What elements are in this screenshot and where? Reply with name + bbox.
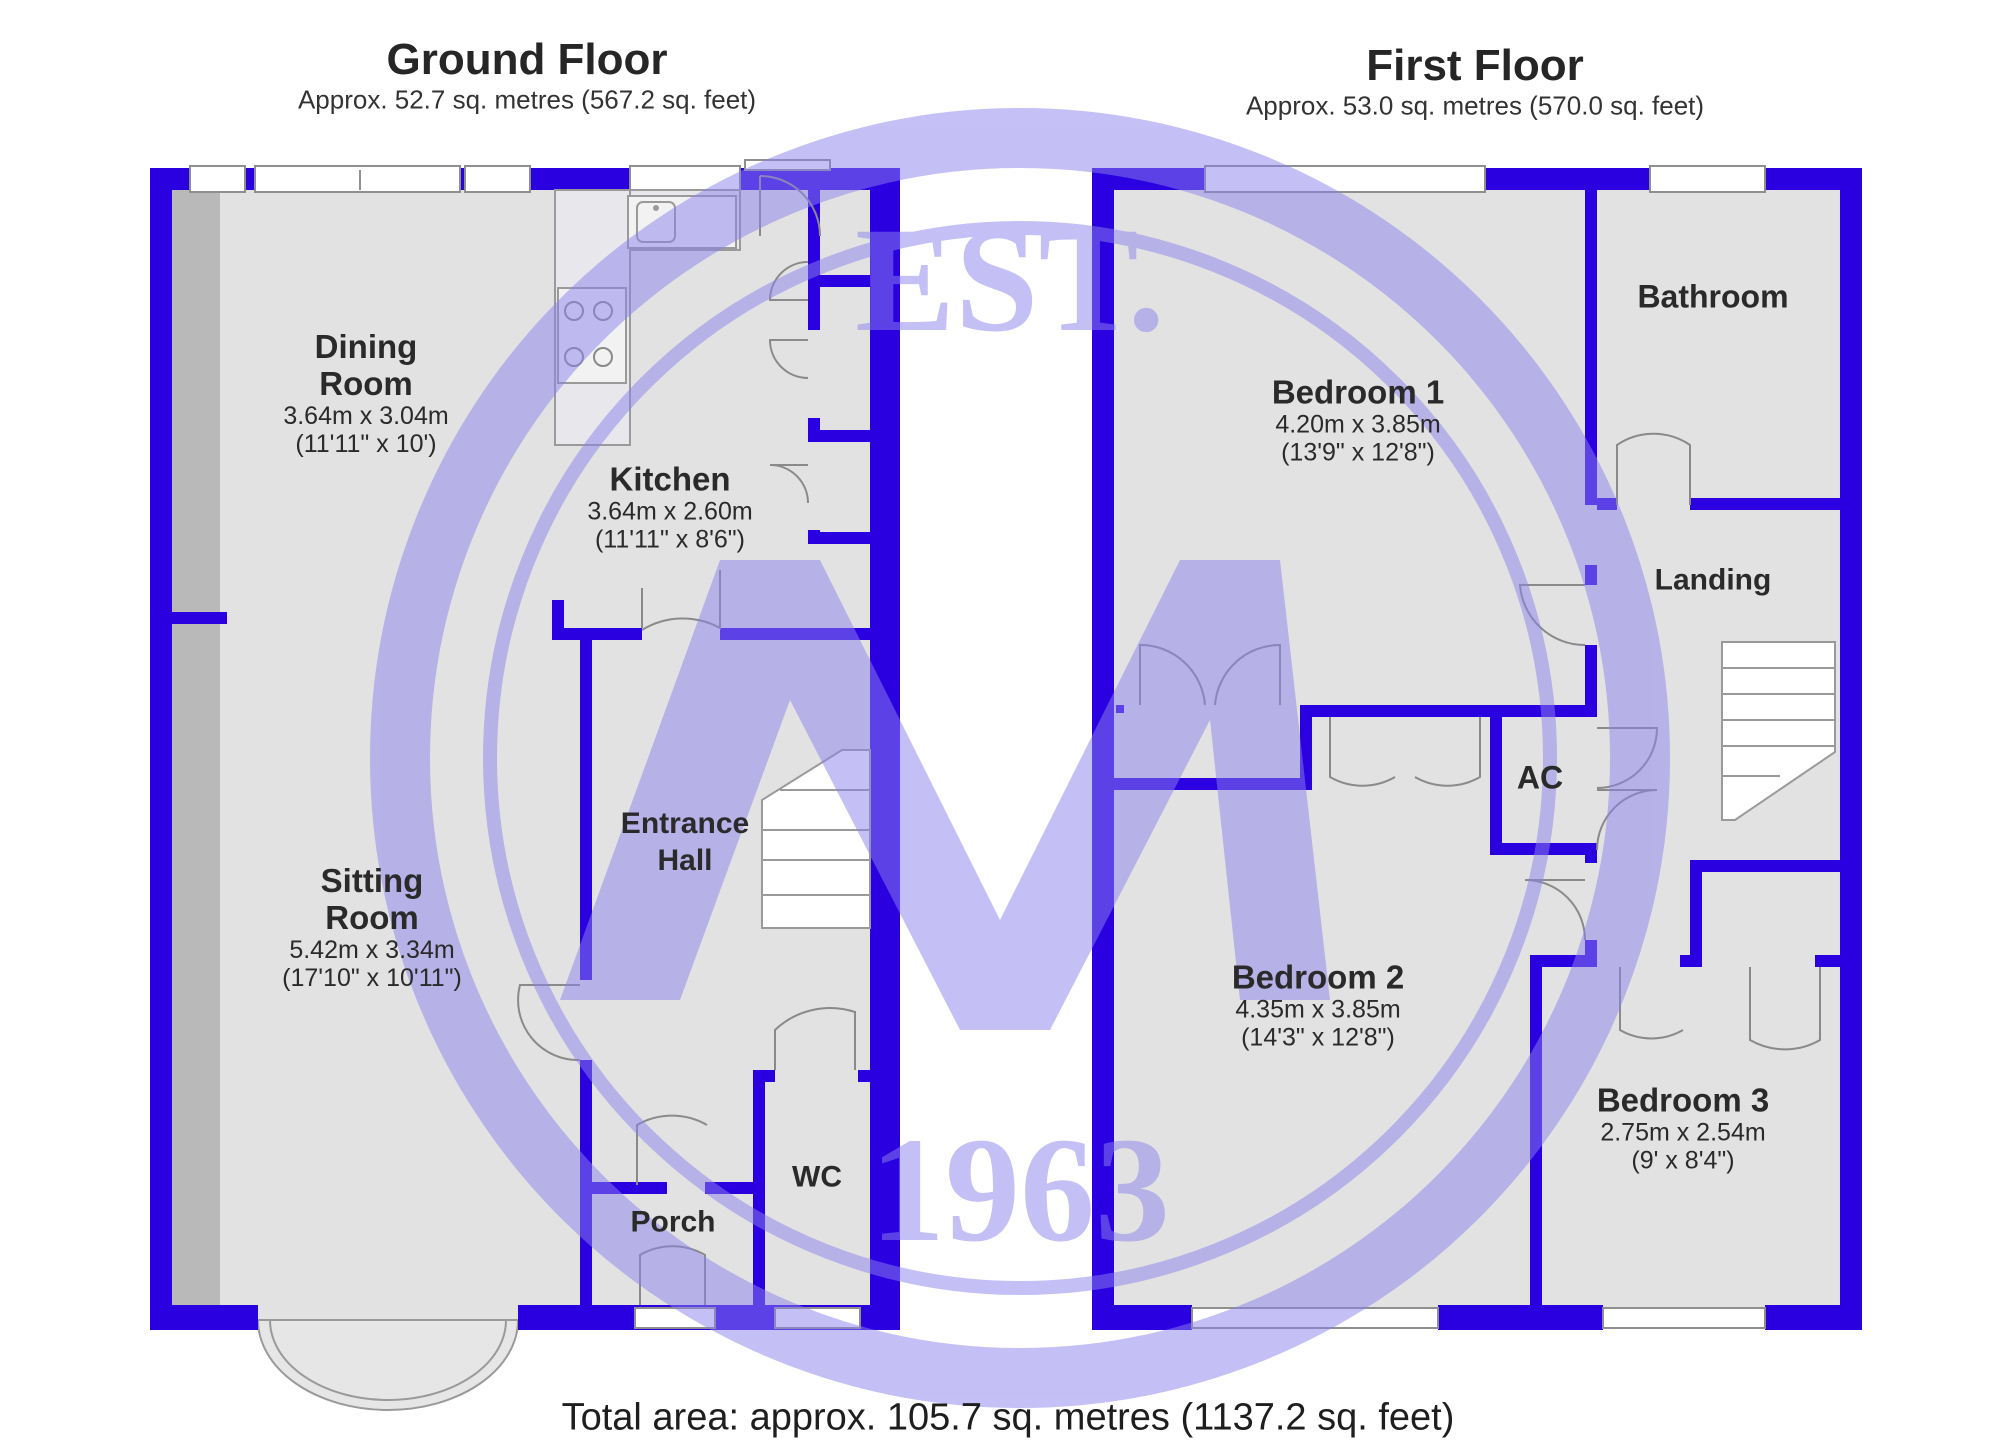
room-dining-name-2: Room xyxy=(319,365,413,402)
ground-floor-title: Ground Floor xyxy=(386,35,668,84)
total-area: Total area: approx. 105.7 sq. metres (11… xyxy=(561,1396,1455,1439)
room-sitting-name-2: Room xyxy=(325,899,419,936)
room-entrance-hall-name: Entrance xyxy=(620,807,750,840)
room-wc-name: WC xyxy=(792,1160,842,1194)
first-stairs-icon xyxy=(1721,641,1836,821)
room-landing-name: Landing xyxy=(1654,563,1772,597)
room-porch-name: Porch xyxy=(630,1205,716,1239)
first-floor-title: First Floor xyxy=(1366,41,1584,90)
room-bedroom1-imperial: (13'9" x 12'8") xyxy=(1281,438,1435,467)
room-kitchen: Kitchen 3.64m x 2.60m (11'11" x 8'6") xyxy=(587,461,752,554)
room-bathroom-name: Bathroom xyxy=(1637,278,1789,315)
watermark-logo: EST. 1963 xyxy=(370,108,1670,1408)
room-bedroom3: Bedroom 3 2.75m x 2.54m (9' x 8'4") xyxy=(1597,1082,1769,1175)
room-dining-metric: 3.64m x 3.04m xyxy=(283,402,449,430)
room-entrance-hall-name-2: Hall xyxy=(657,844,713,877)
ground-floor-shade xyxy=(165,190,220,1320)
room-bedroom3-metric: 2.75m x 2.54m xyxy=(1600,1118,1766,1147)
room-sitting-metric: 5.42m x 3.34m xyxy=(289,936,455,964)
room-dining: Dining Room 3.64m x 3.04m (11'11" x 10') xyxy=(283,328,448,458)
room-bedroom2-imperial: (14'3" x 12'8") xyxy=(1241,1023,1395,1052)
room-dining-name: Dining xyxy=(314,328,418,365)
room-bedroom2-name: Bedroom 2 xyxy=(1231,958,1405,996)
room-bedroom1: Bedroom 1 4.20m x 3.85m (13'9" x 12'8") xyxy=(1272,374,1444,467)
room-entrance-hall: Entrance Hall xyxy=(621,805,749,879)
room-bedroom2-metric: 4.35m x 3.85m xyxy=(1235,995,1401,1024)
room-sitting: Sitting Room 5.42m x 3.34m (17'10" x 10'… xyxy=(282,862,462,992)
room-sitting-imperial: (17'10" x 10'11") xyxy=(282,964,462,992)
room-bedroom3-imperial: (9' x 8'4") xyxy=(1631,1146,1735,1175)
room-bedroom1-name: Bedroom 1 xyxy=(1271,373,1445,411)
watermark-year-text: 1963 xyxy=(870,1107,1170,1273)
room-bedroom3-name: Bedroom 3 xyxy=(1596,1081,1770,1119)
first-floor-area: Approx. 53.0 sq. metres (570.0 sq. feet) xyxy=(1245,90,1705,121)
first-floor-walls xyxy=(1092,168,1862,1330)
watermark-est-text: EST. xyxy=(855,197,1165,363)
bay-window-sitting xyxy=(256,1319,520,1411)
room-bedroom2: Bedroom 2 4.35m x 3.85m (14'3" x 12'8") xyxy=(1232,959,1404,1052)
room-ac-name: AC xyxy=(1516,759,1564,796)
room-kitchen-name: Kitchen xyxy=(609,460,731,498)
room-sitting-name: Sitting xyxy=(320,862,424,899)
room-bedroom1-metric: 4.20m x 3.85m xyxy=(1275,410,1441,439)
ground-floor-area: Approx. 52.7 sq. metres (567.2 sq. feet) xyxy=(297,84,757,115)
room-kitchen-metric: 3.64m x 2.60m xyxy=(587,497,753,526)
room-dining-imperial: (11'11" x 10') xyxy=(295,430,437,458)
room-kitchen-imperial: (11'11" x 8'6") xyxy=(594,525,746,554)
